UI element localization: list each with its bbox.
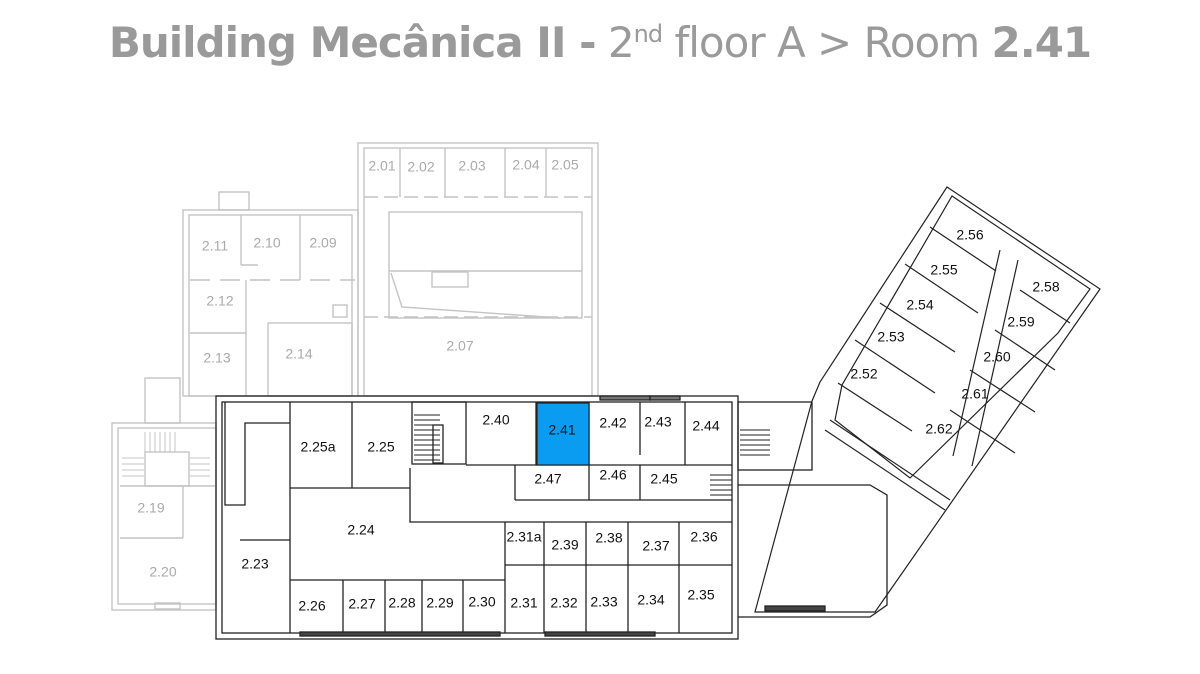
active-labels: 2.23 2.24 2.25 2.25a 2.26 2.27 2.28 2.29… [241, 227, 1059, 614]
room-label-2-58[interactable]: 2.58 [1032, 279, 1059, 295]
room-label-2-62[interactable]: 2.62 [925, 421, 952, 437]
room-label-2-20[interactable]: 2.20 [149, 564, 176, 580]
floor-suffix: nd [633, 20, 663, 48]
angled-wing [754, 186, 1101, 613]
room-label-2-11[interactable]: 2.11 [202, 238, 228, 254]
room-2-41-highlight[interactable] [536, 402, 590, 466]
room-label-2-43[interactable]: 2.43 [644, 414, 671, 430]
room-label-2-42[interactable]: 2.42 [599, 415, 626, 431]
room-label-2-02[interactable]: 2.02 [407, 159, 434, 175]
building-label: Building Mecânica II - [108, 18, 597, 67]
room-label-2-53[interactable]: 2.53 [877, 329, 904, 345]
room-label: 2.41 [991, 18, 1093, 67]
main-block [215, 395, 888, 640]
room-label-2-07[interactable]: 2.07 [446, 338, 473, 354]
room-label-2-25[interactable]: 2.25 [367, 439, 394, 455]
page-title: Building Mecânica II - 2nd floor A > Roo… [0, 18, 1200, 67]
room-label-2-46[interactable]: 2.46 [599, 467, 626, 483]
room-label-2-10[interactable]: 2.10 [253, 235, 280, 251]
floor-number: 2 [607, 18, 635, 67]
room-label-2-29[interactable]: 2.29 [426, 595, 453, 611]
room-label-2-41[interactable]: 2.41 [548, 422, 575, 438]
room-label-2-39[interactable]: 2.39 [551, 537, 578, 553]
room-label-2-37[interactable]: 2.37 [642, 538, 669, 554]
room-label-2-45[interactable]: 2.45 [650, 471, 677, 487]
floor-label: 2nd floor A > Room [607, 18, 980, 67]
inactive-labels: 2.01 2.02 2.03 2.04 2.05 2.07 2.09 2.10 … [137, 157, 578, 580]
room-label-2-32[interactable]: 2.32 [550, 595, 577, 611]
room-label-2-34[interactable]: 2.34 [637, 592, 664, 608]
room-label-2-31[interactable]: 2.31 [510, 595, 537, 611]
room-label-2-60[interactable]: 2.60 [983, 349, 1010, 365]
room-label-2-31a[interactable]: 2.31a [506, 529, 541, 545]
room-label-2-24[interactable]: 2.24 [347, 522, 374, 538]
room-label-2-35[interactable]: 2.35 [687, 587, 714, 603]
room-label-2-04[interactable]: 2.04 [512, 157, 539, 173]
room-label-2-26[interactable]: 2.26 [298, 598, 325, 614]
room-label-2-09[interactable]: 2.09 [309, 235, 336, 251]
room-label-2-01[interactable]: 2.01 [368, 158, 395, 174]
room-label-2-12[interactable]: 2.12 [206, 293, 233, 309]
room-label-2-23[interactable]: 2.23 [241, 556, 268, 572]
room-label-2-47[interactable]: 2.47 [534, 471, 561, 487]
floor-rest: floor A > Room [662, 18, 980, 67]
room-label-2-13[interactable]: 2.13 [203, 350, 230, 366]
room-label-2-25a[interactable]: 2.25a [300, 439, 335, 455]
room-label-2-03[interactable]: 2.03 [458, 158, 485, 174]
room-label-2-54[interactable]: 2.54 [906, 297, 933, 313]
room-label-2-19[interactable]: 2.19 [137, 500, 164, 516]
room-label-2-52[interactable]: 2.52 [850, 366, 877, 382]
room-label-2-33[interactable]: 2.33 [590, 594, 617, 610]
room-label-2-61[interactable]: 2.61 [961, 386, 988, 402]
room-label-2-28[interactable]: 2.28 [388, 595, 415, 611]
room-label-2-38[interactable]: 2.38 [595, 530, 622, 546]
room-label-2-14[interactable]: 2.14 [285, 346, 312, 362]
room-label-2-30[interactable]: 2.30 [468, 594, 495, 610]
room-label-2-59[interactable]: 2.59 [1007, 314, 1034, 330]
room-label-2-40[interactable]: 2.40 [482, 412, 509, 428]
room-label-2-55[interactable]: 2.55 [930, 262, 957, 278]
room-label-2-05[interactable]: 2.05 [551, 157, 578, 173]
room-label-2-27[interactable]: 2.27 [348, 596, 375, 612]
room-label-2-44[interactable]: 2.44 [692, 418, 719, 434]
room-label-2-56[interactable]: 2.56 [956, 227, 983, 243]
room-label-2-36[interactable]: 2.36 [690, 529, 717, 545]
